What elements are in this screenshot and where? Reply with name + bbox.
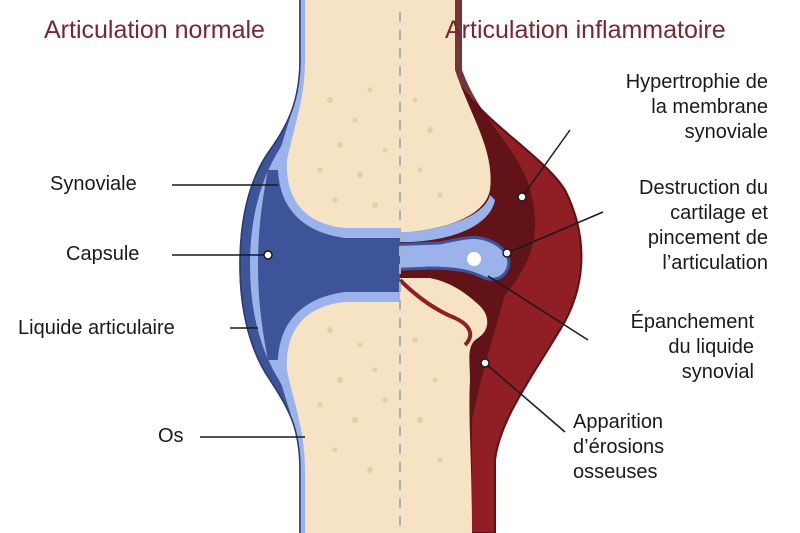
normal-bone-dots xyxy=(317,87,388,473)
label-hypertrophie: Hypertrophie de la membrane synoviale xyxy=(625,71,768,143)
normal-lower-bone xyxy=(286,302,400,533)
inflamed-effusion xyxy=(400,236,511,281)
label-os: Os xyxy=(158,425,184,447)
effusion-highlight xyxy=(467,252,481,266)
inflamed-bone-dots xyxy=(412,97,443,463)
label-erosions: Apparition d’érosions osseuses xyxy=(573,411,665,483)
title-normal: Articulation normale xyxy=(44,16,265,44)
inflamed-upper-bone xyxy=(400,0,491,232)
title-inflammatory: Articulation inflammatoire xyxy=(445,16,726,44)
label-epanchement: Épanchement du liquide synovial xyxy=(630,311,754,383)
normal-upper-bone xyxy=(286,0,400,228)
label-destruction: Destruction du cartilage et pincement de… xyxy=(639,177,768,274)
label-liquide-articulaire: Liquide articulaire xyxy=(18,317,175,339)
inflamed-upper-cartilage xyxy=(400,195,495,242)
right-markers xyxy=(480,192,527,368)
normal-joint xyxy=(239,0,400,533)
left-leader-lines xyxy=(172,184,305,438)
right-leader-lines xyxy=(484,129,604,433)
inflammatory-joint xyxy=(400,0,583,533)
capsule-marker xyxy=(263,250,273,260)
label-capsule: Capsule xyxy=(66,243,140,265)
label-synoviale: Synoviale xyxy=(50,173,137,195)
bone-erosion xyxy=(400,278,473,347)
